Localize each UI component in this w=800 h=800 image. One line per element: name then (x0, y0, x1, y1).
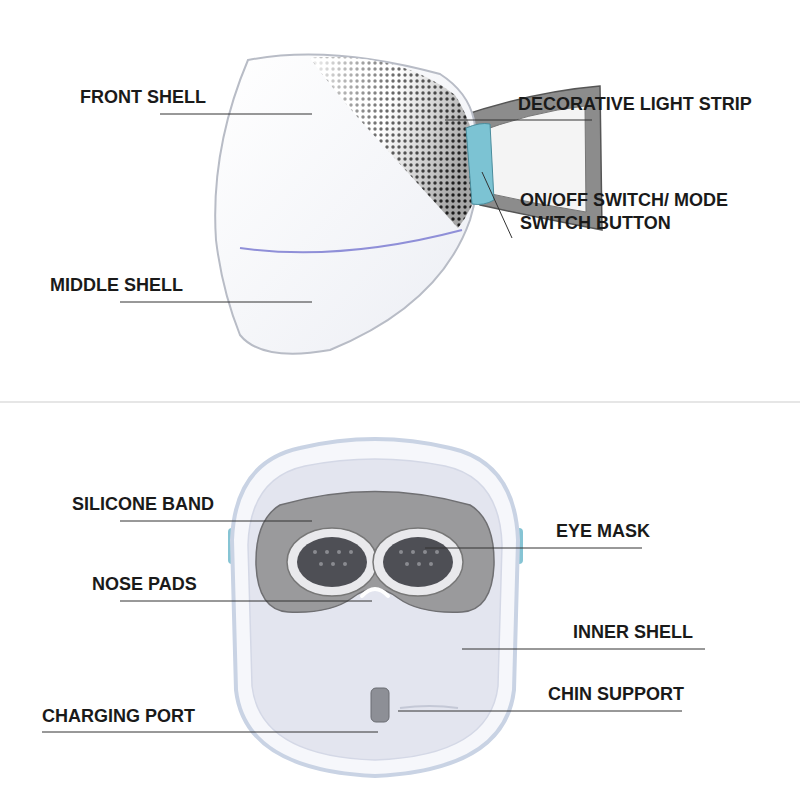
part-label: FRONT SHELL (80, 86, 206, 109)
part-label: INNER SHELL (573, 621, 693, 644)
inside-view (228, 439, 523, 776)
part-label: CHARGING PORT (42, 705, 195, 728)
part-label: ON/OFF SWITCH/ MODE SWITCH BUTTON (520, 189, 750, 235)
part-label: SILICONE BAND (72, 493, 214, 516)
part-label: NOSE PADS (92, 573, 197, 596)
part-label: EYE MASK (556, 520, 650, 543)
part-label: MIDDLE SHELL (50, 274, 183, 297)
part-label: CHIN SUPPORT (548, 683, 684, 706)
part-label: DECORATIVE LIGHT STRIP (518, 93, 752, 116)
